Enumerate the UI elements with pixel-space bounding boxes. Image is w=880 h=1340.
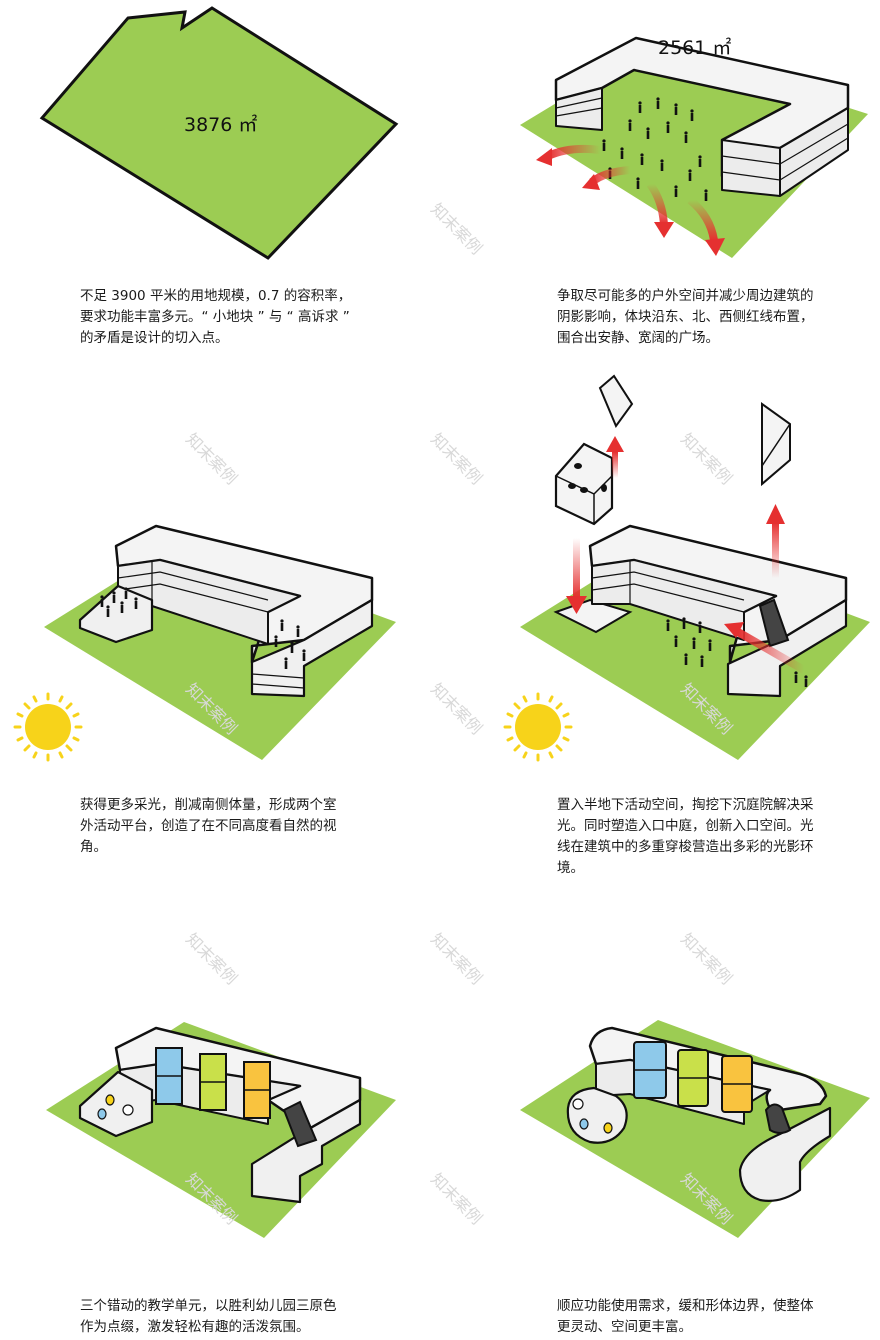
panel-2-layout-diagram: 2561 ㎡ [520,36,868,258]
panel-4-sunken-court-diagram [503,374,870,762]
east-wing [250,1098,362,1204]
unit-orange [243,1061,271,1119]
panel-1-site-diagram: 3876 ㎡ [39,6,399,260]
caption-line: 的矛盾是设计的切入点。 [80,330,229,346]
panel-5-teaching-units-diagram [46,1022,396,1238]
caption-panel-2: 争取尽可能多的户外空间并减少周边建筑的 阴影影响，体块沿东、北、西侧红线布置， … [557,286,814,349]
unit-green [199,1053,227,1111]
window-blue [97,1108,107,1120]
east-wing-lines [251,625,373,689]
caption-line: 不足 3900 平米的用地规模，0.7 的容积率， [80,288,352,304]
west-pod [566,1086,628,1144]
window-yellow [105,1094,115,1106]
removed-volume-2 [598,374,634,429]
watermark: 知末案例 [182,429,241,488]
removed-volume-1 [554,442,614,526]
caption-panel-5: 三个错动的教学单元，以胜利幼儿园三原色 作为点缀，激发轻松有趣的活泼氛围。 [80,1296,337,1338]
unit-blue [155,1047,183,1105]
watermark: 知末案例 [677,929,736,988]
watermark: 知末案例 [427,929,486,988]
caption-line: 外活动平台，创造了在不同高度看自然的视 [80,818,337,834]
courtyard-void [758,598,790,648]
caption-line: 角。 [80,839,107,855]
u-building-floor-lines [555,97,849,181]
watermark: 知末案例 [182,929,241,988]
caption-line: 置入半地下活动空间，掏挖下沉庭院解决采 [557,797,814,813]
watermark: 知末案例 [427,429,486,488]
window-white [122,1104,134,1116]
east-wing [726,598,848,698]
main-block-facade [591,559,777,641]
site-plot [39,6,399,260]
panel-6-soft-boundary-diagram [520,1020,870,1238]
caption-line: 阴影影响，体块沿东、北、西侧红线布置， [557,309,814,325]
caption-line: 获得更多采光，削减南侧体量，形成两个室 [80,797,337,813]
east-wing [738,1106,832,1202]
caption-panel-4: 置入半地下活动空间，掏挖下沉庭院解决采 光。同时塑造入口中庭，创新入口空间。光 … [557,795,814,879]
caption-line: 境。 [557,860,584,876]
caption-line: 围合出安静、宽阔的广场。 [557,330,719,346]
watermark: 知末案例 [677,429,736,488]
west-pod [78,1070,154,1138]
caption-line: 线在建筑中的多重穿梭营造出多彩的光影环 [557,839,814,855]
courtyard-void [282,1100,318,1148]
caption-line: 光。同时塑造入口中庭，创新入口空间。光 [557,818,814,834]
site-area-label: 3876 ㎡ [184,113,257,136]
caption-line: 争取尽可能多的户外空间并减少周边建筑的 [557,288,814,304]
main-block-floor-lines [117,560,269,613]
caption-panel-3: 获得更多采光，削减南侧体量，形成两个室 外活动平台，创造了在不同高度看自然的视 … [80,795,337,858]
sun-icon [503,692,573,762]
removed-volume-3 [761,402,791,487]
west-platform [78,584,154,644]
caption-panel-6: 顺应功能使用需求，缓和形体边界，使整体 更灵动、空间更丰富。 [557,1296,814,1338]
window-yellow [603,1122,613,1134]
panel-3-daylight-diagram [13,524,396,762]
window-blue [579,1118,589,1130]
unit-blue [633,1041,667,1099]
caption-panel-1: 不足 3900 平米的用地规模，0.7 的容积率， 要求功能丰富多元。“ 小地块… [80,286,351,349]
unit-green [677,1049,709,1107]
shadow-avoidance-arrows [536,144,725,256]
extraction-arrows [566,436,806,674]
caption-line: 更灵动、空间更丰富。 [557,1319,692,1335]
main-block-floor-lines [591,560,745,613]
unit-orange [721,1055,753,1113]
caption-line: 要求功能丰富多元。“ 小地块 ” 与 “ 高诉求 ” [80,309,350,325]
watermark: 知末案例 [427,1169,486,1228]
courtyard-void [764,1103,792,1134]
watermark: 知末案例 [427,199,486,258]
footprint-area-label: 2561 ㎡ [658,36,731,59]
window-white [572,1098,584,1110]
caption-line: 三个错动的教学单元，以胜利幼儿园三原色 [80,1298,337,1314]
caption-line: 顺应功能使用需求，缓和形体边界，使整体 [557,1298,814,1314]
sun-icon [13,692,83,762]
caption-line: 作为点缀，激发轻松有趣的活泼氛围。 [80,1319,310,1335]
watermark: 知末案例 [427,679,486,738]
